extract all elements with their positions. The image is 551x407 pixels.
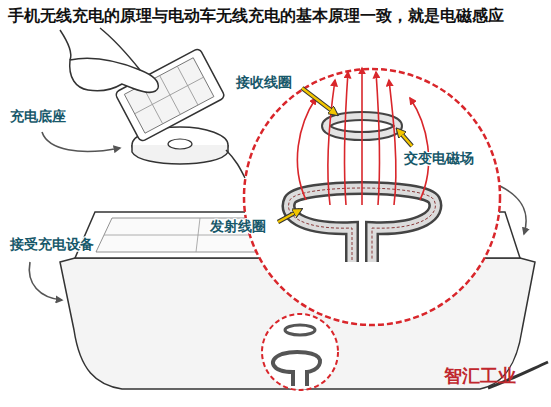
- part-label: 发射线圈: [210, 218, 266, 236]
- part-label: 交变电磁场: [404, 150, 474, 168]
- zoom-circle: [244, 68, 500, 325]
- heading: 手机无线充电的原理与电动车无线充电的基本原理一致，就是电磁感应: [8, 6, 504, 27]
- part-label: 充电底座: [10, 108, 66, 126]
- watermark: 智汇工业: [444, 364, 516, 388]
- leader-arrows: [278, 88, 412, 222]
- charging-base-illustration: [60, 28, 245, 178]
- part-label: 接受充电设备: [10, 236, 94, 254]
- part-label: 接收线圈: [236, 74, 292, 92]
